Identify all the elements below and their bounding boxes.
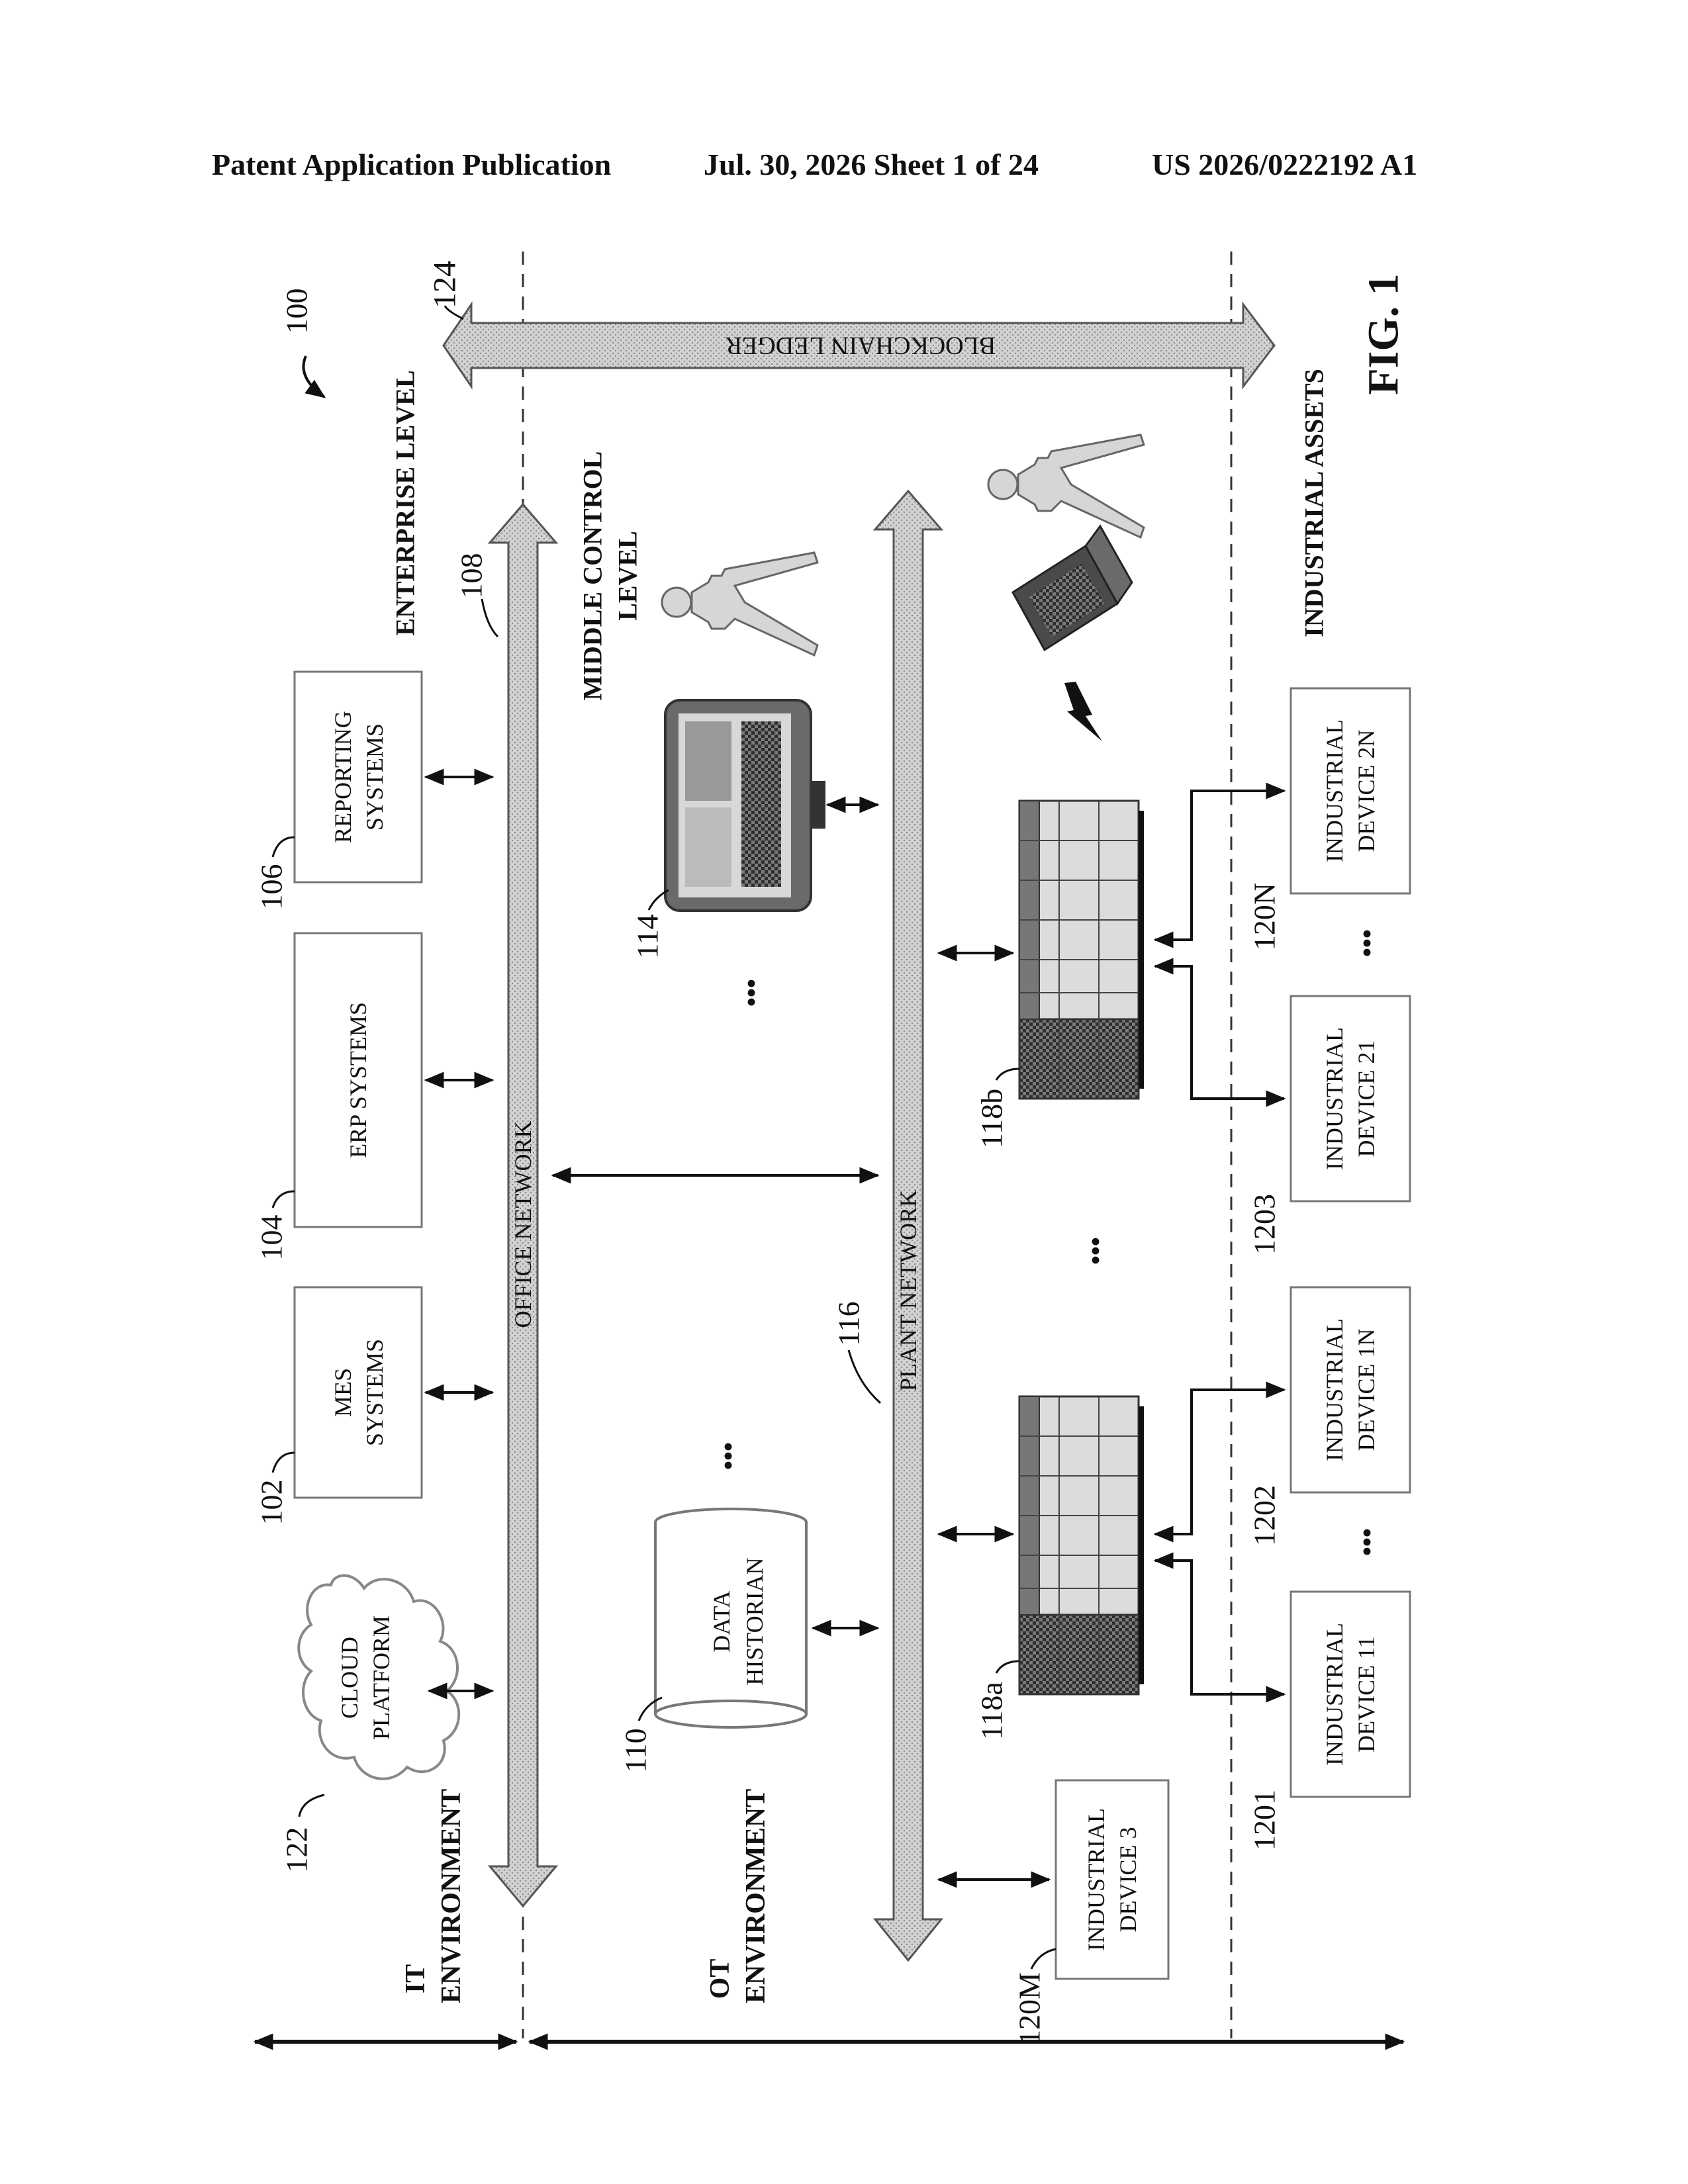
plant-network-label: PLANT NETWORK (895, 1190, 921, 1391)
blockchain-ref: 124 (428, 261, 463, 308)
controller-118b (1019, 801, 1144, 1099)
industrial-device-1-n-label-2: DEVICE 1N (1353, 1329, 1380, 1451)
hmi-terminal (665, 700, 825, 911)
office-network-label: OFFICE NETWORK (510, 1121, 536, 1328)
industrial-device-2-n-label-1: INDUSTRIAL (1321, 719, 1348, 862)
mes-systems-label-1: MES (330, 1368, 356, 1417)
controller-118b-leader (996, 1069, 1019, 1080)
cloud-platform-ref: 122 (280, 1827, 314, 1873)
reporting-systems-label-2: SYSTEMS (361, 723, 388, 831)
erp-ref-leader (273, 1191, 295, 1208)
laptop-icon (1013, 526, 1132, 650)
mes-systems-label-2: SYSTEMS (361, 1339, 388, 1446)
wireless-link-icon (1064, 682, 1102, 741)
mes-systems-ref: 102 (255, 1480, 289, 1525)
cloud-ref-leader (299, 1795, 324, 1817)
operator-person (662, 553, 818, 655)
it-environment-label-2: ENVIRONMENT (436, 1789, 467, 2003)
industrial-device-3-label-1: INDUSTRIAL (1083, 1808, 1109, 1951)
it-environment-label-1: IT (400, 1964, 431, 1993)
data-historian-label-1: DATA (708, 1590, 735, 1652)
controller-118a-device-1-1-link (1155, 1561, 1284, 1694)
industrial-device-1-1-box (1291, 1592, 1410, 1797)
ellipsis-middle-upper: ••• (737, 979, 767, 1007)
middle-level-label-2: LEVEL (613, 531, 643, 621)
industrial-device-3-box (1056, 1780, 1168, 1979)
cloud-platform-label-1: CLOUD (336, 1637, 363, 1719)
controller-118b-device-2-1-link (1155, 966, 1284, 1099)
fig-label: FIG. 1 (1360, 273, 1408, 394)
industrial-device-2-n-box (1291, 688, 1410, 893)
technician-person (988, 435, 1144, 537)
reporting-systems-box (295, 672, 422, 882)
industrial-device-2-n-ref: 120N (1248, 883, 1282, 950)
office-network-ref: 108 (455, 553, 489, 599)
hmi-ref: 114 (631, 914, 665, 958)
controller-118a-ref: 118a (975, 1682, 1009, 1740)
erp-systems-ref: 104 (255, 1215, 289, 1261)
industrial-device-1-1-label-1: INDUSTRIAL (1321, 1623, 1348, 1766)
ot-environment-label-2: ENVIRONMENT (741, 1789, 771, 2003)
industrial-assets-label: INDUSTRIAL ASSETS (1299, 369, 1329, 637)
ellipsis-middle-lower: ••• (714, 1442, 743, 1470)
blockchain-ledger-label: BLOCKCHAIN LEDGER (725, 332, 996, 359)
ot-environment-label-1: OT (705, 1959, 735, 1999)
cloud-platform-label-2: PLATFORM (368, 1615, 395, 1740)
industrial-device-2-1-ref: 1203 (1248, 1194, 1282, 1255)
ellipsis-devices-1: ••• (1352, 1528, 1382, 1556)
industrial-device-2-n-label-2: DEVICE 2N (1353, 730, 1380, 852)
reporting-ref-leader (273, 837, 295, 857)
industrial-device-1-1-label-2: DEVICE 11 (1353, 1636, 1380, 1752)
enterprise-level-label: ENTERPRISE LEVEL (391, 370, 420, 635)
industrial-device-3-ref: 120M (1013, 1972, 1047, 2045)
data-historian-label-2: HISTORIAN (741, 1557, 768, 1685)
reporting-systems-ref: 106 (255, 864, 289, 910)
industrial-device-1-1-ref: 1201 (1248, 1790, 1282, 1850)
industrial-device-2-1-label-2: DEVICE 21 (1353, 1040, 1380, 1158)
mes-systems-box (295, 1287, 422, 1498)
middle-level-label-1: MIDDLE CONTROL (578, 451, 608, 701)
industrial-device-3-label-2: DEVICE 3 (1115, 1827, 1141, 1933)
reporting-systems-label-1: REPORTING (330, 711, 356, 843)
industrial-device-2-1-box (1291, 996, 1410, 1201)
erp-systems-label: ERP SYSTEMS (345, 1002, 371, 1158)
controller-118b-ref: 118b (975, 1089, 1009, 1148)
industrial-device-2-1-label-1: INDUSTRIAL (1321, 1027, 1348, 1170)
office-network-leader (482, 599, 498, 637)
plant-network-leader (849, 1350, 880, 1403)
ellipsis-devices-2: ••• (1352, 929, 1382, 957)
controller-118a-leader (996, 1661, 1019, 1673)
mes-ref-leader (273, 1453, 295, 1473)
industrial-device-1-n-label-1: INDUSTRIAL (1321, 1318, 1348, 1461)
industrial-device-1-n-ref: 1202 (1248, 1485, 1282, 1546)
controller-118a (1019, 1396, 1144, 1694)
system-ref: 100 (280, 289, 314, 334)
system-ref-arrow (304, 356, 325, 397)
device-3-leader (1031, 1949, 1056, 1969)
ellipsis-controllers: ••• (1081, 1237, 1111, 1265)
data-historian-ref: 110 (619, 1728, 653, 1772)
industrial-device-1-n-box (1291, 1287, 1410, 1492)
plant-network-ref: 116 (832, 1301, 866, 1345)
